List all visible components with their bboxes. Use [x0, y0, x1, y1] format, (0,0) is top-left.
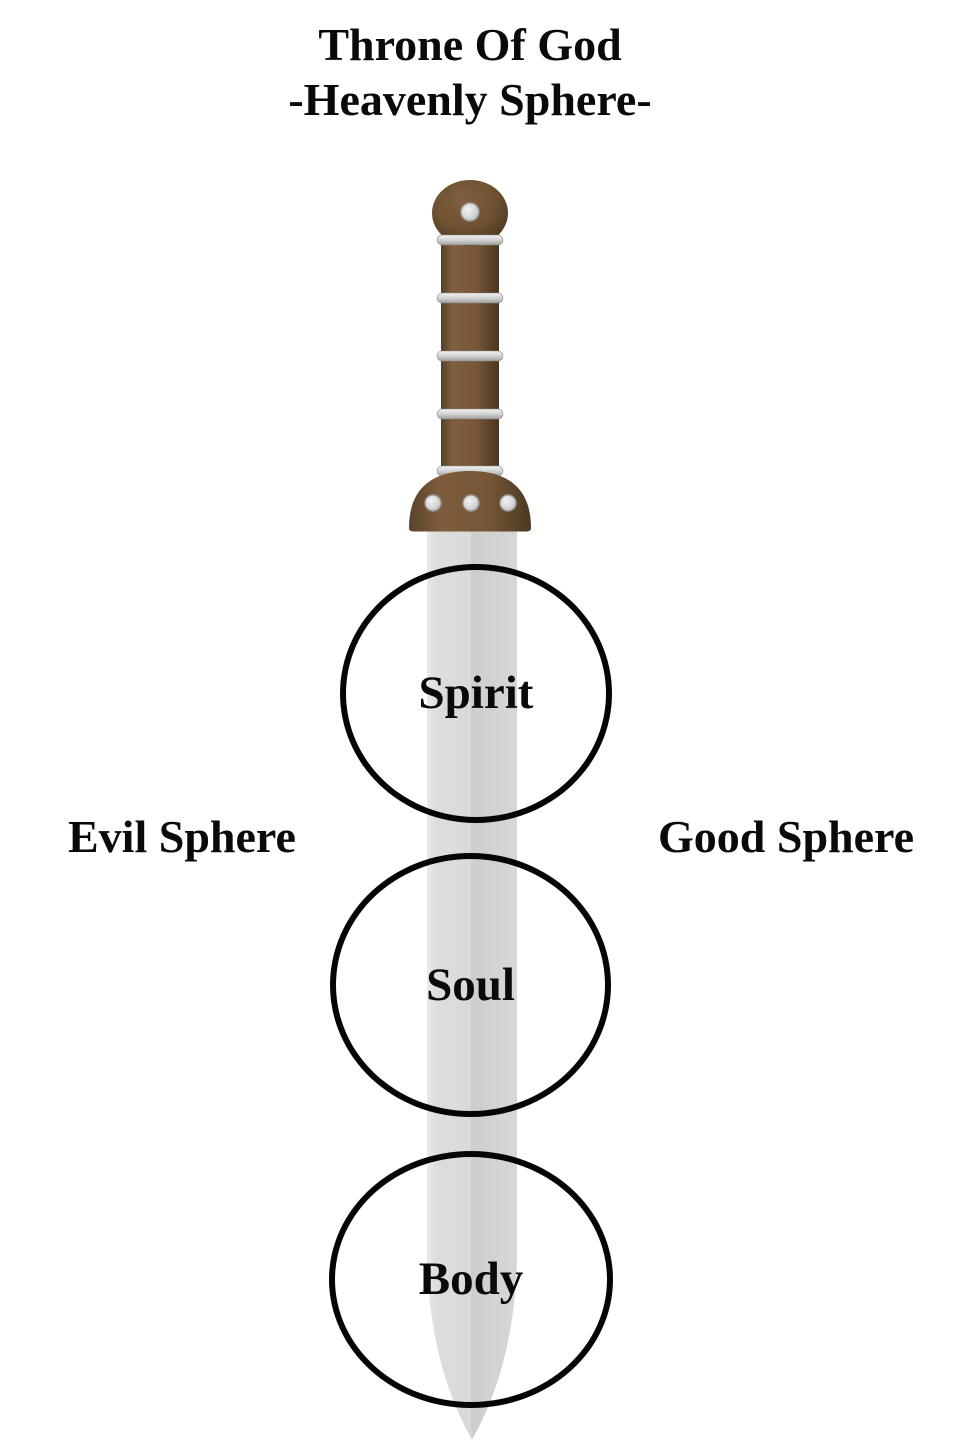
body-label: Body: [418, 1253, 524, 1305]
soul-circle: Soul: [330, 853, 611, 1117]
spirit-circle: Spirit: [340, 564, 612, 823]
spirit-label: Spirit: [418, 667, 534, 719]
soul-label: Soul: [426, 958, 515, 1011]
title-line2: -Heavenly Sphere-: [288, 74, 652, 125]
title-line1: Throne Of God: [318, 19, 622, 70]
body-circle: Body: [329, 1151, 613, 1408]
evil-sphere-label: Evil Sphere: [68, 811, 296, 862]
sword-pommel: [432, 180, 508, 246]
sword-crossguard: [409, 471, 531, 532]
sword-grip: [441, 218, 499, 476]
good-sphere-label: Good Sphere: [658, 811, 915, 862]
page-title: Throne Of God -Heavenly Sphere-: [288, 17, 651, 127]
